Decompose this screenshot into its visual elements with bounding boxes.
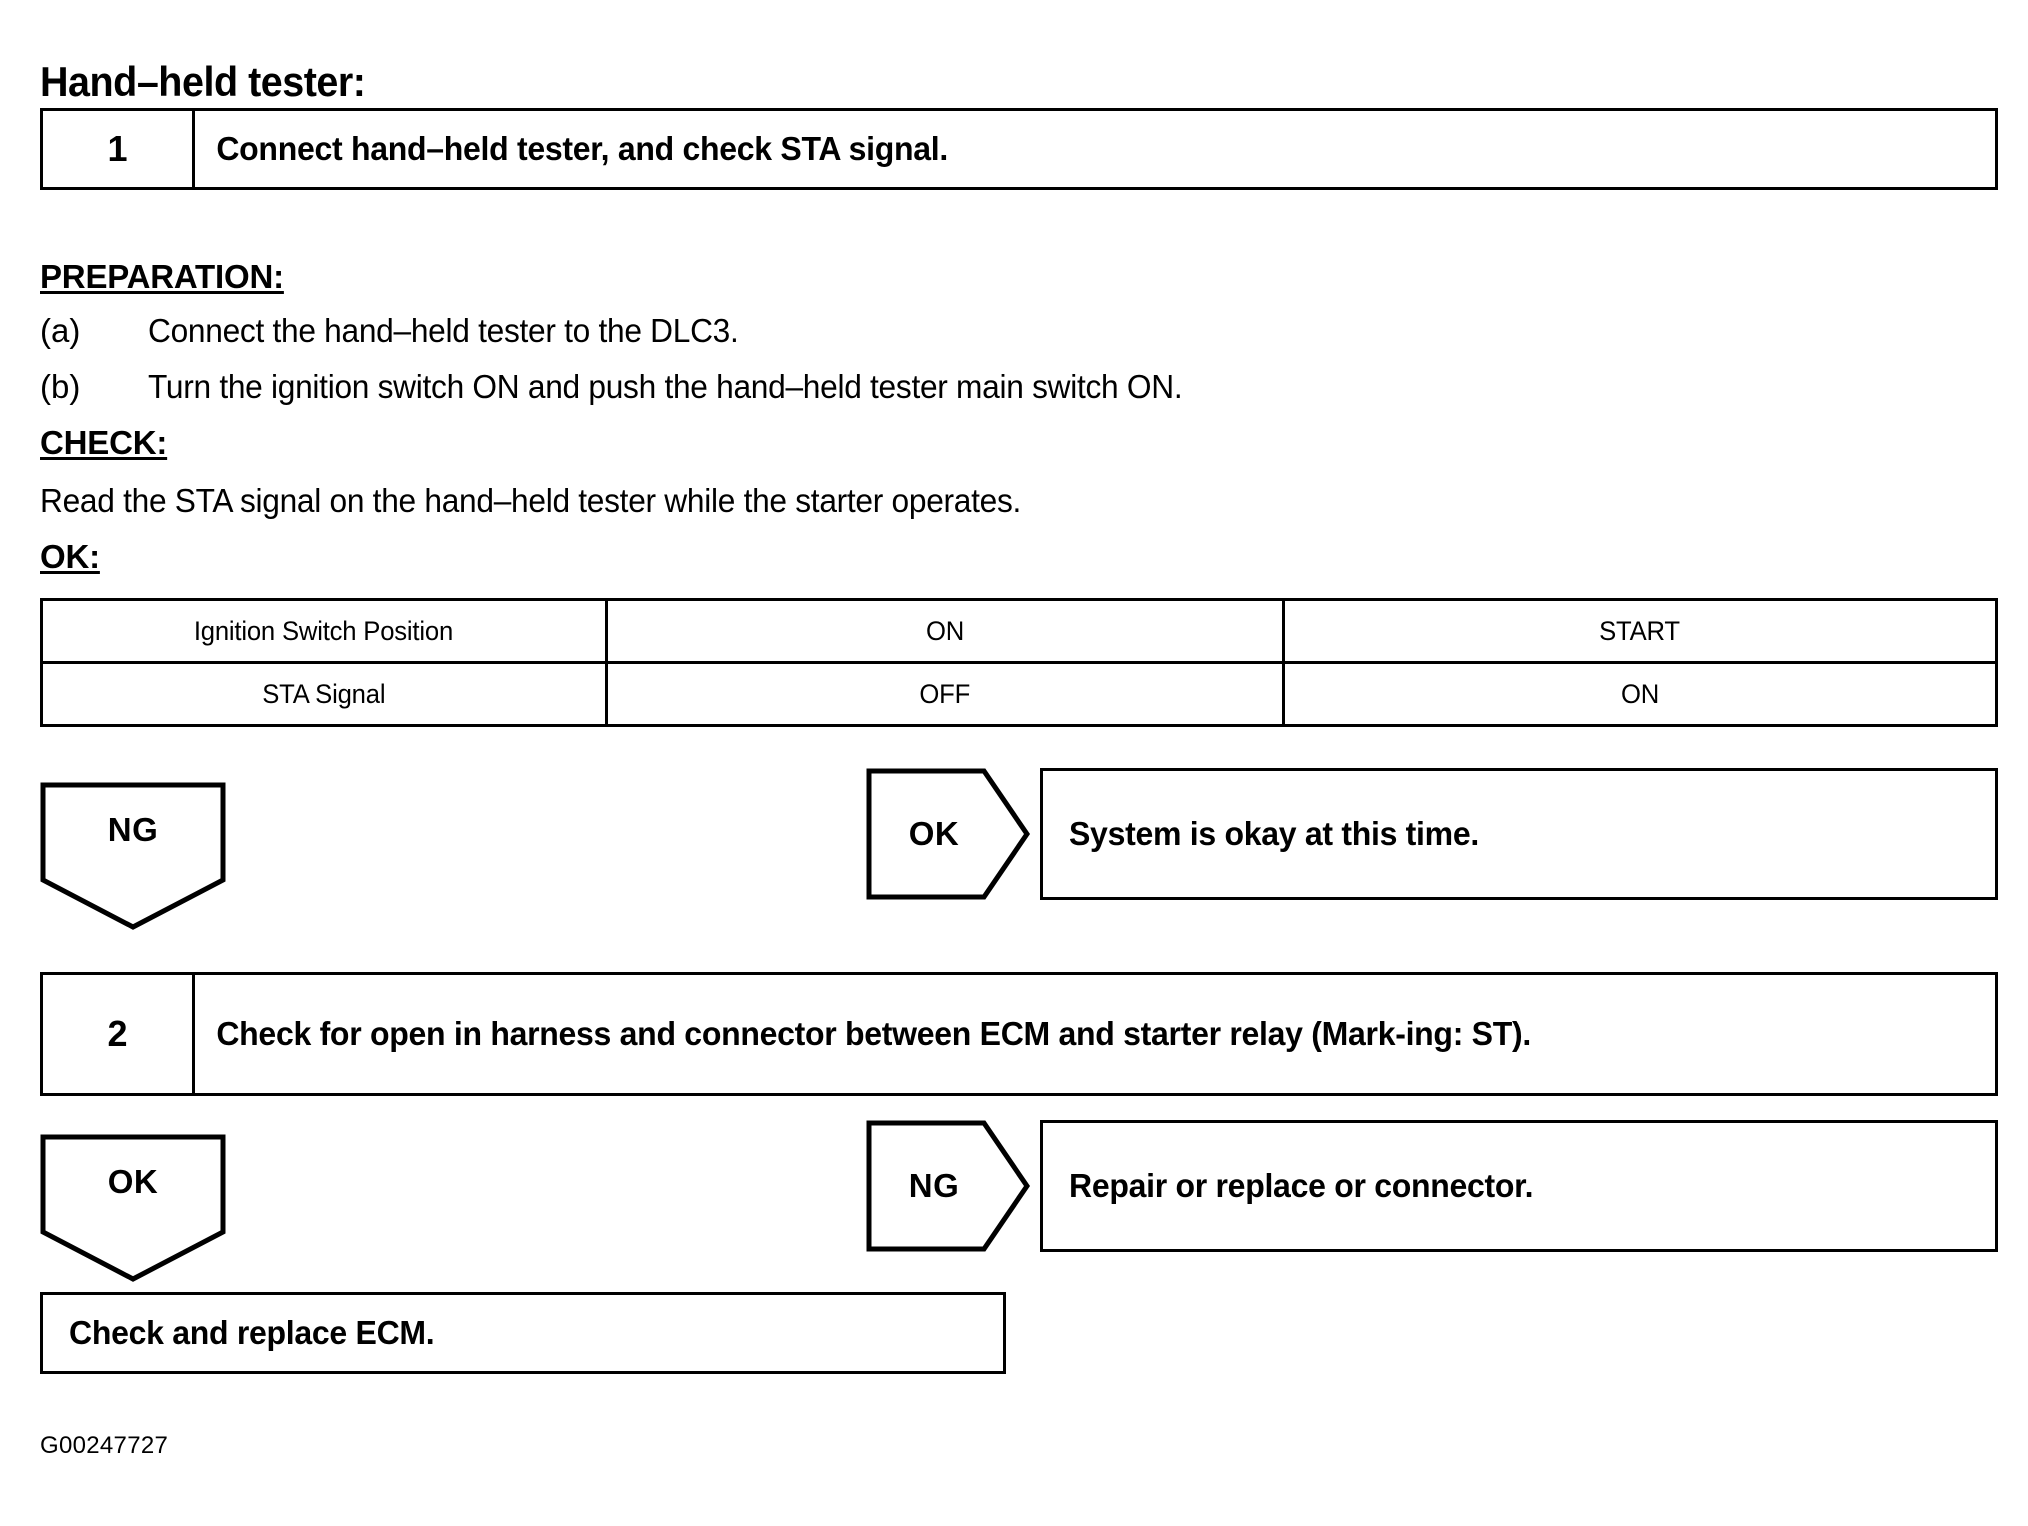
- ok-heading: OK:: [40, 538, 100, 575]
- step-1-number: 1: [43, 111, 195, 187]
- result-text-final: Check and replace ECM.: [69, 1314, 435, 1351]
- ng-branch-label-2: NG: [908, 1167, 960, 1204]
- table-cell-row1-col2: ON: [1281, 661, 1999, 727]
- table-cell-row0-col2: START: [1281, 598, 1999, 664]
- ng-branch-label-1: NG: [107, 811, 159, 848]
- footer-reference-code: G00247727: [40, 1432, 169, 1459]
- table-row: STA Signal OFF ON: [40, 661, 1999, 727]
- step-2-number: 2: [43, 975, 195, 1093]
- preparation-item-a-marker: (a): [40, 312, 81, 349]
- ng-branch-arrow-1: NG: [40, 782, 226, 930]
- preparation-item-b-text: Turn the ignition switch ON and push the…: [148, 368, 1183, 405]
- table-row: Ignition Switch Position ON START: [40, 598, 1999, 664]
- right-arrow-icon: [866, 768, 1030, 900]
- result-box-system-okay: System is okay at this time.: [1040, 768, 1998, 900]
- check-description: Read the STA signal on the hand–held tes…: [40, 482, 1022, 519]
- down-arrow-icon: [40, 1134, 226, 1282]
- table-cell-row0-label: Ignition Switch Position: [40, 598, 608, 664]
- right-arrow-icon: [866, 1120, 1030, 1252]
- result-text-repair: Repair or replace or connector.: [1069, 1167, 1534, 1204]
- ok-branch-arrow-1: OK: [866, 768, 1030, 900]
- result-box-final: Check and replace ECM.: [40, 1292, 1006, 1374]
- table-cell-row1-col1: OFF: [604, 661, 1285, 727]
- ok-branch-label-1: OK: [908, 815, 960, 852]
- result-text-system-okay: System is okay at this time.: [1069, 815, 1479, 852]
- ok-branch-label-2: OK: [107, 1163, 159, 1200]
- ok-branch-arrow-2: OK: [40, 1134, 226, 1282]
- step-1-box: 1 Connect hand–held tester, and check ST…: [40, 108, 1998, 190]
- preparation-item-a-text: Connect the hand–held tester to the DLC3…: [148, 312, 739, 349]
- down-arrow-icon: [40, 782, 226, 930]
- specification-table: Ignition Switch Position ON START STA Si…: [40, 598, 1999, 727]
- result-box-repair: Repair or replace or connector.: [1040, 1120, 1998, 1252]
- preparation-item-b-marker: (b): [40, 368, 81, 405]
- preparation-heading: PREPARATION:: [40, 258, 284, 295]
- page-title: Hand–held tester:: [40, 58, 366, 105]
- check-heading: CHECK:: [40, 424, 168, 461]
- step-1-instruction: Connect hand–held tester, and check STA …: [216, 129, 948, 167]
- step-2-instruction: Check for open in harness and connector …: [216, 1014, 1531, 1052]
- ng-branch-arrow-2: NG: [866, 1120, 1030, 1252]
- table-cell-row0-col1: ON: [604, 598, 1285, 664]
- step-2-box: 2 Check for open in harness and connecto…: [40, 972, 1998, 1096]
- table-cell-row1-label: STA Signal: [40, 661, 608, 727]
